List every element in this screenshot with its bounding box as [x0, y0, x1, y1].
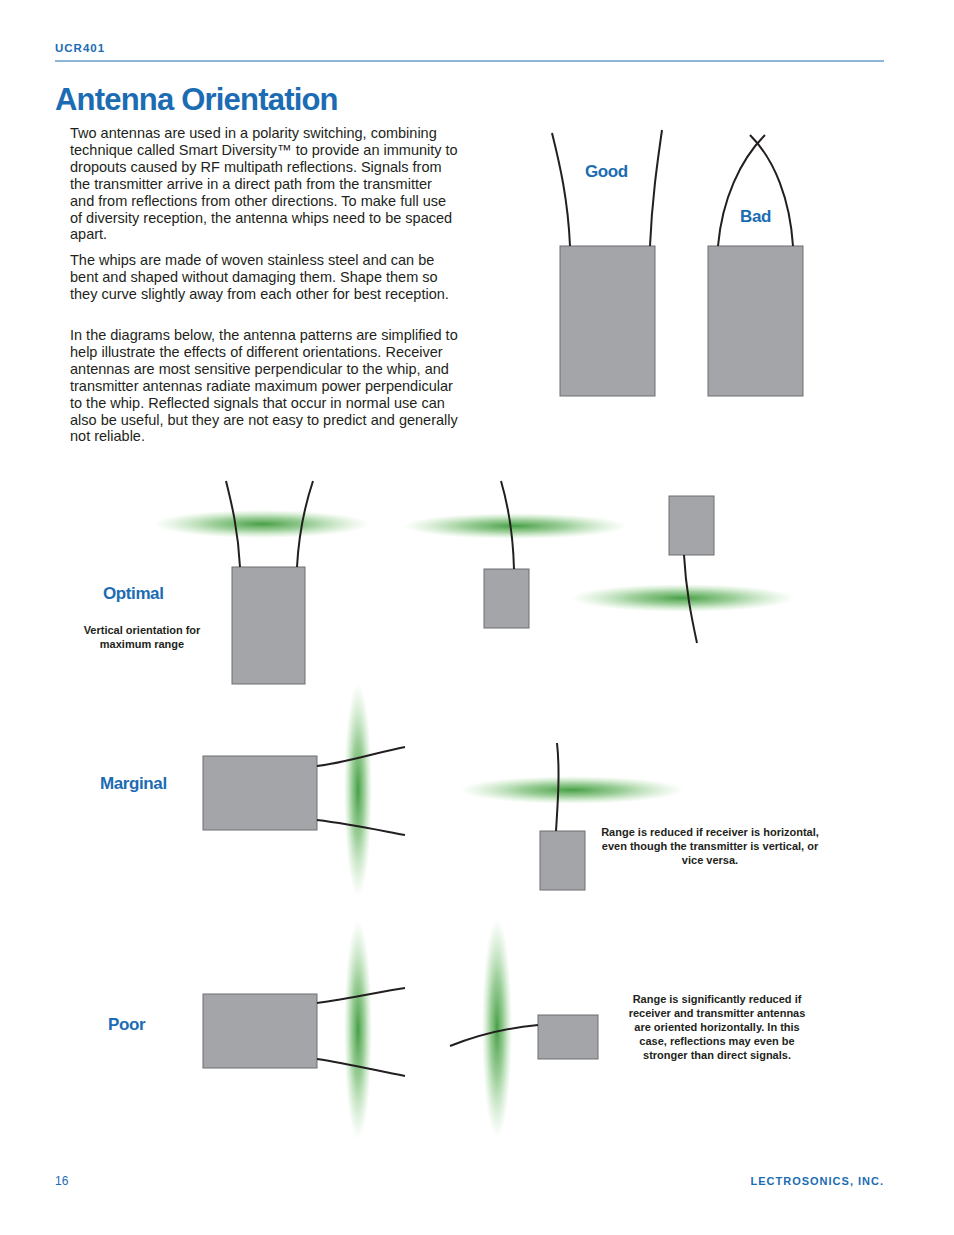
row-heading: Poor: [108, 1015, 145, 1035]
row-heading: Optimal: [103, 584, 164, 604]
antenna-whips-good-bad: [552, 130, 793, 246]
example-label: Good: [585, 162, 628, 182]
header-rule: [55, 61, 884, 62]
running-header: UCR401: [55, 42, 105, 54]
page-number: 16: [55, 1174, 68, 1188]
body-paragraph: In the diagrams below, the antenna patte…: [70, 327, 458, 445]
caption-note: Range is significantly reduced if receiv…: [620, 992, 814, 1062]
body-paragraph: The whips are made of woven stainless st…: [70, 252, 458, 303]
antenna-whips: [226, 481, 697, 1076]
company-name: LECTROSONICS, INC.: [750, 1175, 884, 1187]
body-paragraph: Two antennas are used in a polarity swit…: [70, 125, 458, 243]
receiver-bodies: [560, 246, 803, 396]
caption-note: Vertical orientation for maximum range: [67, 623, 217, 651]
receiver-and-transmitter-bodies: [203, 496, 714, 1068]
row-heading: Marginal: [100, 774, 167, 794]
page-title: Antenna Orientation: [55, 82, 338, 118]
caption-note: Range is reduced if receiver is horizont…: [596, 825, 824, 867]
example-label: Bad: [740, 207, 771, 227]
